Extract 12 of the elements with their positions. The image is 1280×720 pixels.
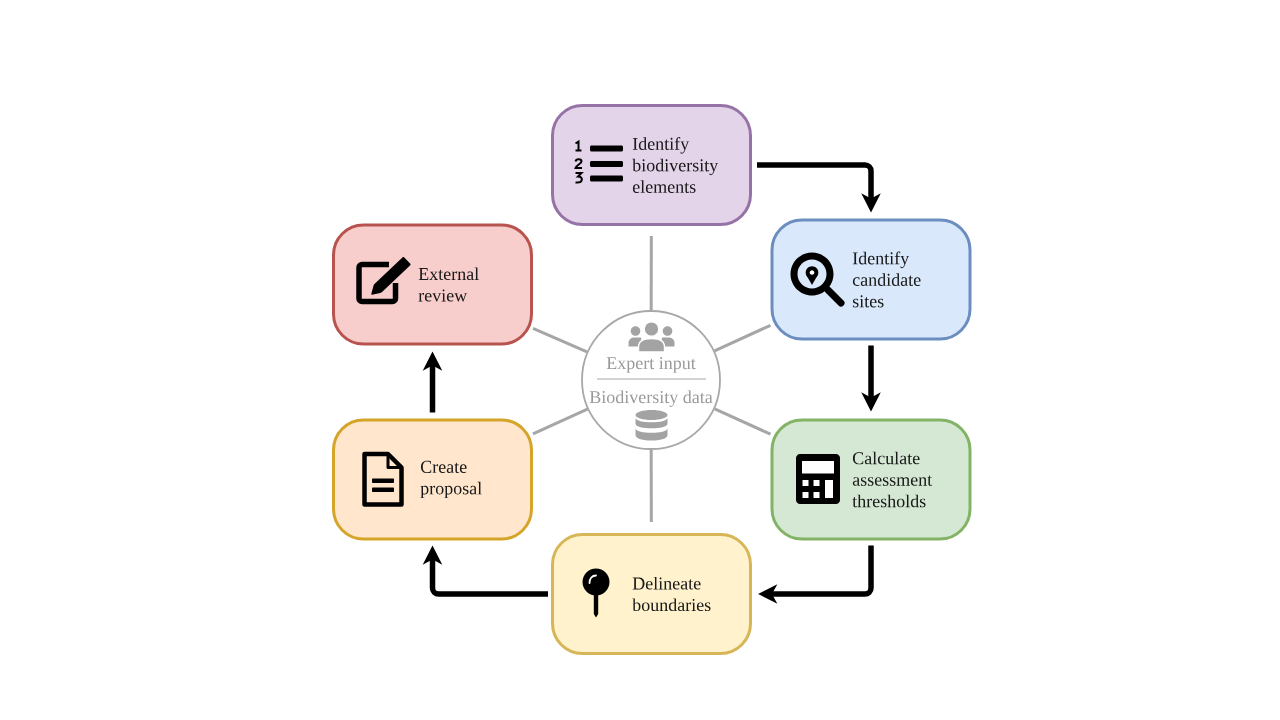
step-box: External review bbox=[332, 223, 533, 346]
connector-line bbox=[649, 236, 653, 311]
step-box: Delineate boundaries bbox=[551, 533, 752, 655]
step-box: Create proposal bbox=[332, 418, 533, 541]
connector-line bbox=[649, 449, 653, 522]
connector-line bbox=[713, 323, 772, 353]
connector-line bbox=[714, 407, 772, 436]
step-box: Identify biodiversity elements bbox=[551, 104, 752, 226]
step-box: Identify candidate sites bbox=[770, 218, 972, 341]
connector-line bbox=[532, 407, 589, 436]
connector-line bbox=[532, 326, 588, 354]
step-box: Calculate assessment thresholds bbox=[770, 418, 972, 541]
